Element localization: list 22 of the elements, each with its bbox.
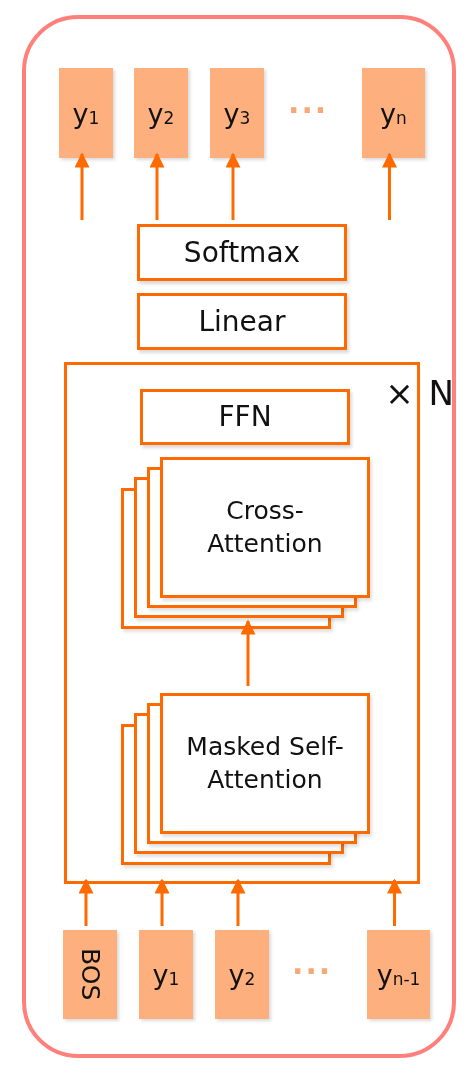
layer-box: [140, 389, 350, 445]
attention-label: Cross- Attention: [206, 495, 324, 560]
layer-box: [137, 293, 347, 350]
arrow: [382, 152, 397, 220]
arrow: [387, 878, 402, 926]
arrow: [74, 152, 90, 220]
ellipsis: ···: [292, 957, 333, 987]
outer-frame: [22, 15, 456, 1058]
token-box: BOS: [63, 930, 117, 1019]
layer-label: Linear: [198, 304, 286, 339]
layer-label: FFN: [218, 400, 272, 434]
ellipsis: ···: [288, 96, 329, 126]
layer-label: Softmax: [183, 235, 301, 270]
layer-box: [137, 224, 347, 281]
arrow: [230, 878, 246, 926]
arrow: [78, 878, 94, 926]
arrow: [154, 878, 170, 926]
arrow: [240, 619, 256, 686]
arrow: [149, 152, 165, 220]
repeat-label: × N: [385, 373, 454, 413]
arrow: [225, 152, 241, 220]
attention-label: Masked Self- Attention: [185, 731, 345, 796]
